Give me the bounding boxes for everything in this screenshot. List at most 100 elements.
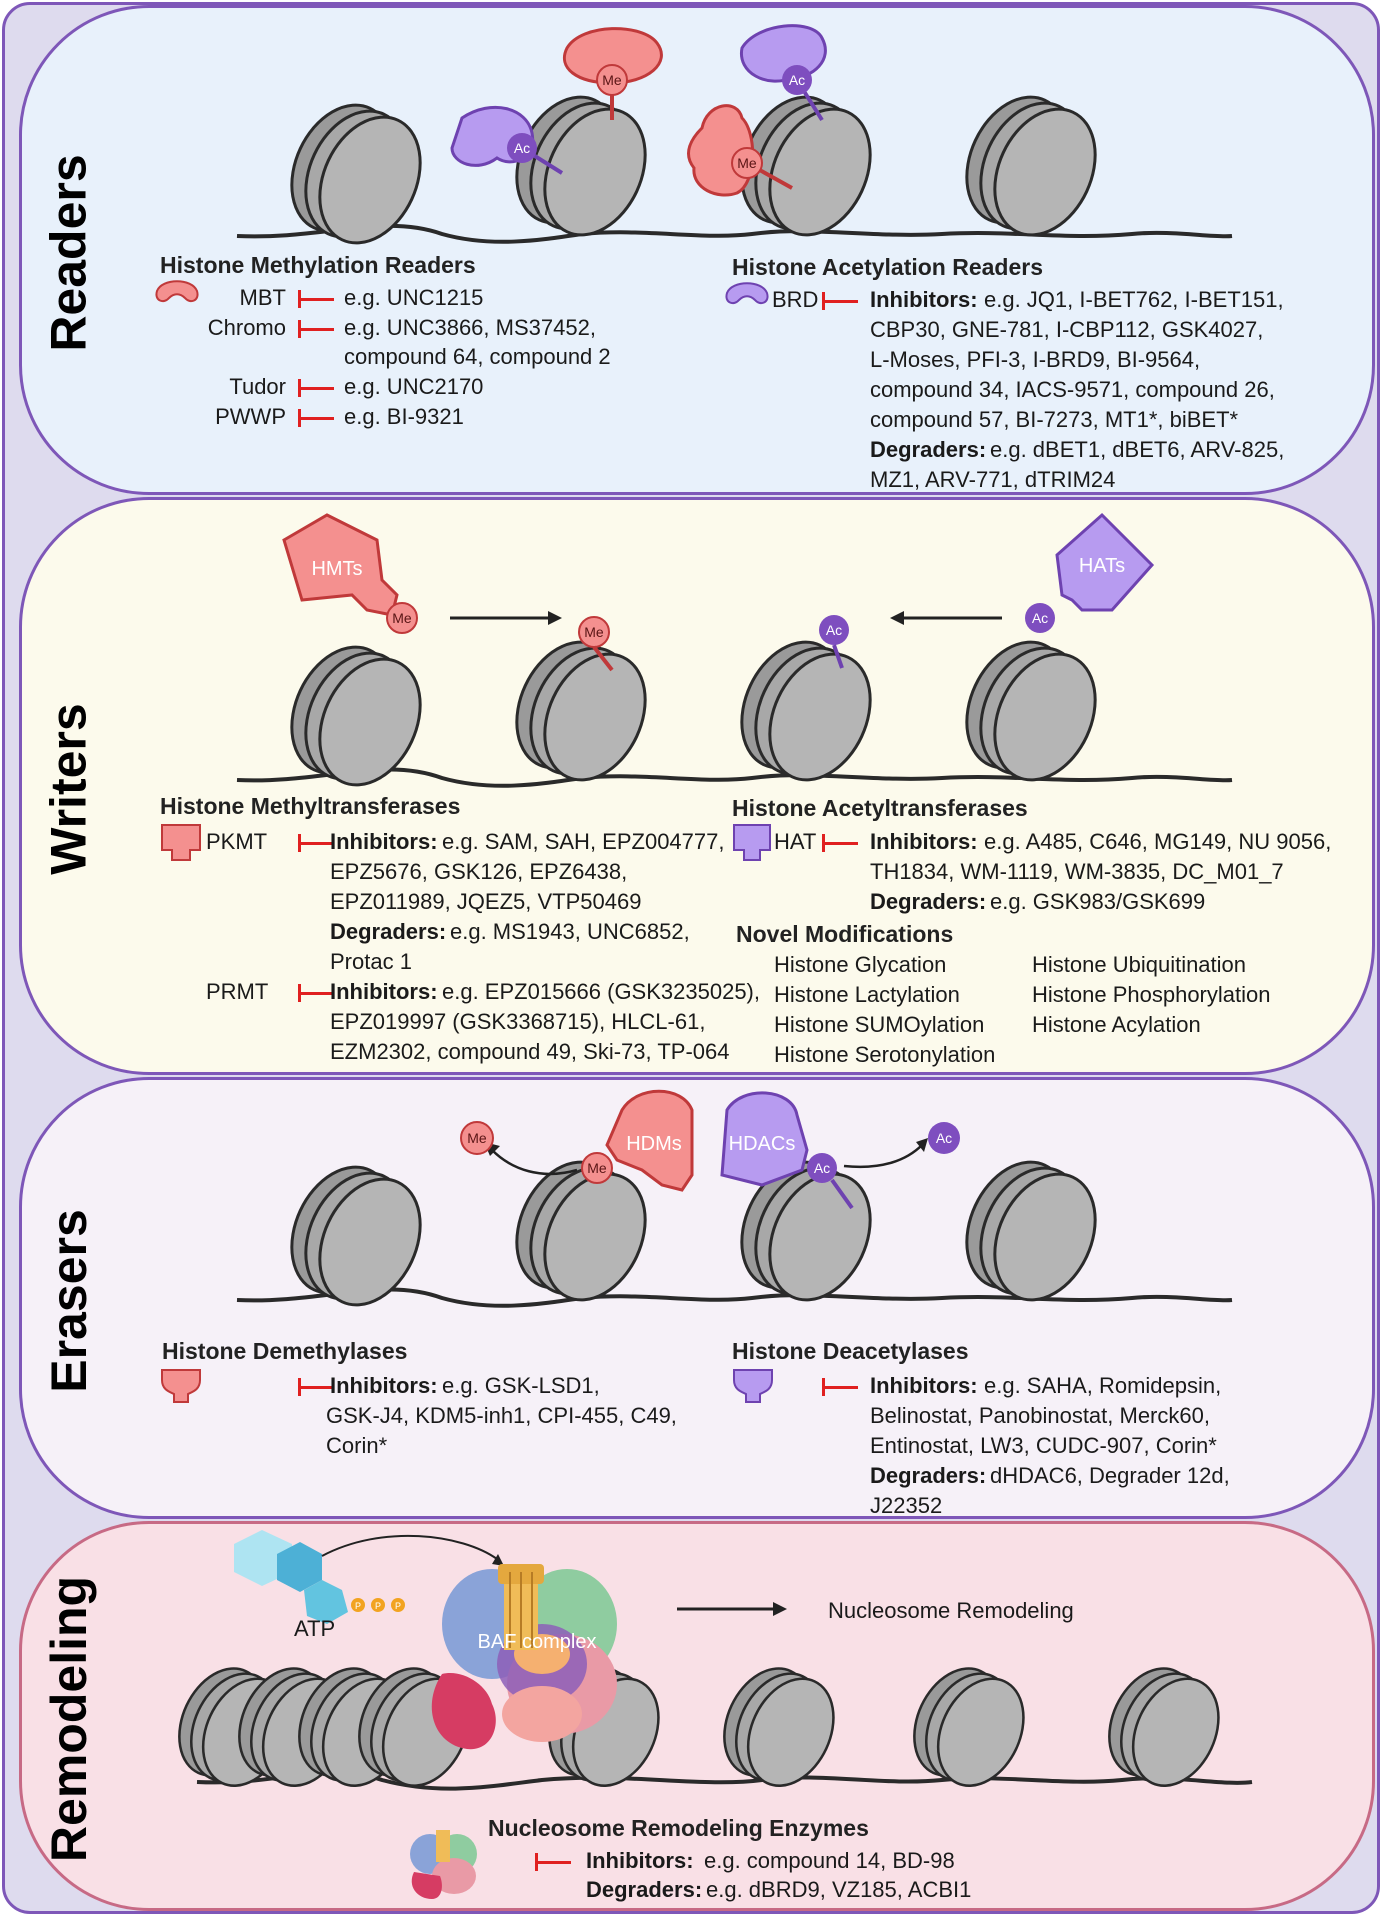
tudor-label: Tudor (229, 374, 286, 399)
hat-inhibitors-label: Inhibitors: (870, 829, 978, 854)
ac-tag-1: Ac (514, 140, 530, 156)
atp-label: ATP (294, 1616, 336, 1641)
svg-text:Me: Me (584, 624, 604, 640)
chromo-label: Chromo (207, 315, 286, 340)
deacetylase-degraders-line: J22352 (870, 1493, 943, 1518)
me-tag-2: Me (737, 155, 757, 171)
prmt-inhibitors-line: e.g. EPZ015666 (GSK3235025), (442, 979, 760, 1004)
tudor-text: e.g. UNC2170 (344, 374, 484, 399)
prmt-inhibitors-line: EZM2302, compound 49, Ski-73, TP-064 (330, 1039, 730, 1064)
demethylase-inhibitors-label: Inhibitors: (330, 1373, 438, 1398)
novel-item: Histone Acylation (1032, 1012, 1201, 1037)
pwwp-label: PWWP (215, 404, 286, 429)
hat-degraders-line: e.g. GSK983/GSK699 (990, 889, 1206, 914)
brd-degraders-label: Degraders: (870, 437, 987, 462)
demethylase-inhibitors-line: GSK-J4, KDM5-inh1, CPI-455, C49, (326, 1403, 677, 1428)
svg-text:Me: Me (392, 610, 412, 626)
novel-modifications-heading: Novel Modifications (736, 921, 954, 947)
nucleosome-2 (495, 79, 667, 253)
brd-inhibitors-line: L-Moses, PFI-3, I-BRD9, BI-9564, (870, 347, 1201, 372)
methyltransferases-heading: Histone Methyltransferases (160, 793, 461, 819)
hdms-label: HDMs (626, 1133, 682, 1155)
hats-label: HATs (1079, 555, 1125, 577)
svg-text:P: P (395, 1601, 401, 1611)
svg-text:Ac: Ac (826, 622, 842, 638)
pkmt-icon (161, 824, 201, 861)
deacetylase-inhibitors-line: e.g. SAHA, Romidepsin, (984, 1373, 1222, 1398)
remodeling-enzyme-icon (436, 1830, 450, 1862)
brd-degraders-line: e.g. dBET1, dBET6, ARV-825, (990, 437, 1285, 462)
prmt-inhibitors-label: Inhibitors: (330, 979, 438, 1004)
deacetylase-icon (733, 1369, 773, 1403)
chromo-text: e.g. UNC3866, MS37452, (344, 315, 596, 340)
deacetylase-inhibitors-line: Belinostat, Panobinostat, Merck60, (870, 1403, 1210, 1428)
brd-label: BRD (772, 287, 819, 312)
writers-panel: Writers HMTs Me Me HATs Ac Ac (19, 497, 1375, 1075)
acetyltransferases-heading: Histone Acetyltransferases (732, 795, 1028, 821)
hdacs-label: HDACs (729, 1133, 796, 1155)
chromo-text-2: compound 64, compound 2 (344, 344, 611, 369)
mbt-text: e.g. UNC1215 (344, 285, 484, 310)
me-tag-1: Me (602, 72, 622, 88)
brd-inhibitors-line: e.g. JQ1, I-BET762, I-BET151, (984, 287, 1284, 312)
pkmt-degraders-line: Protac 1 (330, 949, 412, 974)
pkmt-degraders-label: Degraders: (330, 919, 447, 944)
acetylation-readers-heading: Histone Acetylation Readers (732, 254, 1044, 280)
svg-text:Ac: Ac (814, 1160, 830, 1176)
brd-inhibitors-line: compound 57, BI-7273, MT1*, biBET* (870, 407, 1239, 432)
svg-text:P: P (355, 1601, 361, 1611)
svg-text:Me: Me (587, 1160, 607, 1176)
demethylase-inhibitors-line: e.g. GSK-LSD1, (442, 1373, 600, 1398)
deacetylase-degraders-label: Degraders: (870, 1463, 987, 1488)
deacetylases-heading: Histone Deacetylases (732, 1338, 969, 1364)
pkmt-degraders-line: e.g. MS1943, UNC6852, (450, 919, 690, 944)
svg-text:Ac: Ac (936, 1130, 952, 1146)
brd-inhibitors-line: CBP30, GNE-781, I-CBP112, GSK4027, (870, 317, 1264, 342)
hat-degraders-label: Degraders: (870, 889, 987, 914)
prmt-inhibitors-line: EPZ019997 (GSK3368715), HLCL-61, (330, 1009, 706, 1034)
methylation-readers-heading: Histone Methylation Readers (160, 252, 476, 278)
remodeling-degraders-text: e.g. dBRD9, VZ185, ACBI1 (706, 1877, 972, 1902)
demethylases-heading: Histone Demethylases (162, 1338, 408, 1364)
hmts-label: HMTs (311, 558, 362, 580)
demethylase-inhibitors-line: Corin* (326, 1433, 388, 1458)
remodeling-inhibitors-text: e.g. compound 14, BD-98 (704, 1848, 955, 1873)
svg-text:Me: Me (467, 1130, 487, 1146)
pkmt-label: PKMT (206, 829, 268, 854)
brd-inhibitors-line: compound 34, IACS-9571, compound 26, (870, 377, 1275, 402)
mbt-icon (155, 280, 199, 303)
novel-item: Histone Serotonylation (774, 1042, 996, 1067)
deacetylase-inhibitors-line: Entinostat, LW3, CUDC-907, Corin* (870, 1433, 1217, 1458)
novel-item: Histone Glycation (774, 952, 947, 977)
writers-nucleosome-art: HMTs Me Me HATs Ac Ac (161, 512, 1233, 861)
demethylase-icon (161, 1369, 201, 1403)
mbt-label: MBT (239, 285, 286, 310)
brd-icon (725, 282, 769, 305)
deacetylase-degraders-line: dHDAC6, Degrader 12d, (990, 1463, 1230, 1488)
novel-item: Histone Ubiquitination (1032, 952, 1247, 977)
brd-degraders-line: MZ1, ARV-771, dTRIM24 (870, 467, 1116, 492)
prmt-label: PRMT (206, 979, 269, 1004)
erasers-nucleosome-art: HDMs Me Me HDACs Ac Ac (161, 1089, 1233, 1403)
brd-inhibitors-label: Inhibitors: (870, 287, 978, 312)
nucleosome-remodeling-label: Nucleosome Remodeling (828, 1598, 1074, 1623)
hat-icon (733, 824, 771, 861)
hat-label: HAT (774, 829, 817, 854)
novel-item: Histone Phosphorylation (1032, 982, 1271, 1007)
hat-inhibitors-line: TH1834, WM-1119, WM-3835, DC_M01_7 (870, 859, 1284, 884)
erasers-panel: Erasers HDMs Me Me HDACs Ac Ac (19, 1077, 1375, 1519)
pkmt-inhibitors-line: EPZ5676, GSK126, EPZ6438, (330, 859, 628, 884)
svg-text:P: P (375, 1601, 381, 1611)
remodeling-inhibitors-label: Inhibitors: (586, 1848, 694, 1873)
deacetylase-inhibitors-label: Inhibitors: (870, 1373, 978, 1398)
pkmt-inhibitors-line: e.g. SAM, SAH, EPZ004777, (442, 829, 725, 854)
pwwp-text: e.g. BI-9321 (344, 404, 464, 429)
readers-nucleosome-art: Ac Me Ac Me (155, 24, 1233, 305)
ac-tag-2: Ac (789, 72, 805, 88)
remodeling-degraders-label: Degraders: (586, 1877, 703, 1902)
baf-complex-label: BAF complex (478, 1631, 597, 1653)
remodeling-panel: Remodeling P P P (19, 1521, 1375, 1911)
svg-text:Ac: Ac (1032, 610, 1048, 626)
readers-panel: Readers Ac Me (19, 5, 1375, 495)
